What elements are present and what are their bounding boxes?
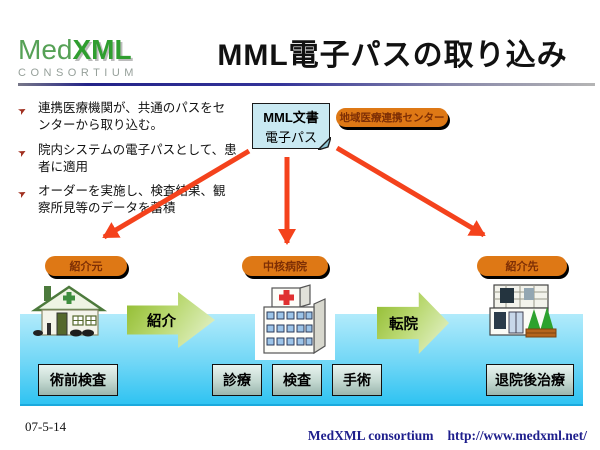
bullet-text: 連携医療機関が、共通のパスをセンターから取り込む。 bbox=[38, 101, 226, 133]
footer-url: http://www.medxml.net/ bbox=[447, 428, 588, 443]
import-arrow-to-destination bbox=[335, 145, 486, 238]
slide-date: 07-5-14 bbox=[25, 419, 67, 434]
title-divider bbox=[18, 83, 595, 86]
medxml-logo: MedXML CONSORTIUM bbox=[18, 36, 138, 79]
footer-credit: MedXML consortium http://www.medxml.net/ bbox=[295, 428, 587, 444]
mml-document-note: MML文書 電子パス bbox=[252, 103, 331, 150]
flow-arrow-label: 紹介 bbox=[147, 313, 176, 330]
logo-consortium-text: CONSORTIUM bbox=[18, 67, 138, 79]
bullet-text: オーダーを実施し、検査結果、観察所見等のデータを蓄積 bbox=[38, 184, 226, 216]
stage-box-surgery: 手術 bbox=[332, 364, 382, 396]
bullet-item: ➤ 連携医療機関が、共通のパスをセンターから取り込む。 bbox=[16, 100, 237, 135]
logo-xml-text: XML bbox=[72, 34, 132, 65]
aftercare-building-icon bbox=[489, 284, 557, 338]
stage-box-preop-exam: 術前検査 bbox=[38, 364, 118, 396]
stage-box-post-discharge: 退院後治療 bbox=[486, 364, 574, 396]
stage-box-treatment: 診療 bbox=[212, 364, 262, 396]
role-badge-source: 紹介元 bbox=[45, 256, 127, 276]
flow-arrow-label: 転院 bbox=[389, 316, 418, 333]
role-badge-core-hospital: 中核病院 bbox=[242, 256, 328, 276]
bullet-text: 院内システムの電子パスとして、患者に適用 bbox=[38, 142, 237, 174]
footer-organization: MedXML consortium bbox=[307, 428, 434, 443]
logo-med-text: Med bbox=[18, 34, 73, 65]
stage-box-examination: 検査 bbox=[272, 364, 322, 396]
bullet-item: ➤ 院内システムの電子パスとして、患者に適用 bbox=[16, 142, 237, 177]
role-badge-destination: 紹介先 bbox=[477, 256, 567, 276]
slide-title: MML電子パスの取り込み bbox=[217, 39, 568, 72]
mml-document-subtitle: 電子パス bbox=[264, 130, 317, 145]
medxml-logo-wordmark: MedXML bbox=[18, 36, 138, 64]
mml-document-title: MML文書 bbox=[263, 110, 319, 125]
regional-center-badge: 地域医療連携センター bbox=[336, 108, 448, 127]
clinic-house-icon bbox=[30, 285, 108, 337]
core-hospital-icon bbox=[263, 284, 326, 355]
bullet-list: ➤ 連携医療機関が、共通のパスをセンターから取り込む。 ➤ 院内システムの電子パ… bbox=[16, 100, 237, 225]
folded-corner-icon bbox=[317, 136, 331, 150]
bullet-item: ➤ オーダーを実施し、検査結果、観察所見等のデータを蓄積 bbox=[16, 183, 237, 218]
